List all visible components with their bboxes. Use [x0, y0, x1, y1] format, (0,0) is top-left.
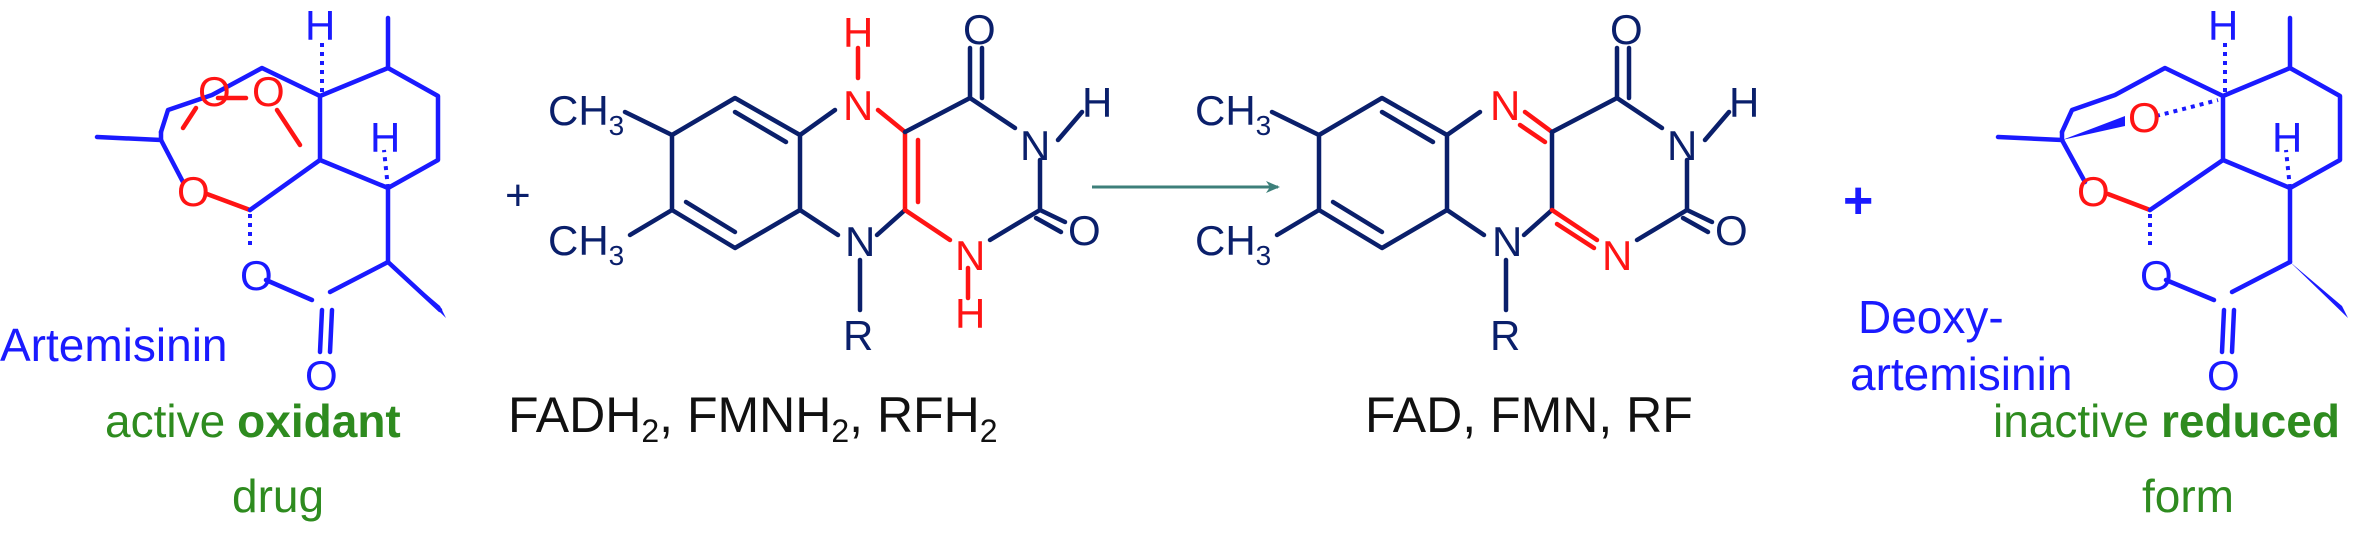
atom-H: H [843, 9, 873, 56]
atom-O: O [198, 68, 231, 115]
label-subscript: 2 [980, 413, 998, 449]
oxidized-flavin-structure: CH3 CH3 N N R O N H N O [1195, 6, 1759, 359]
atom-O: O [1068, 207, 1101, 254]
artemisinin-structure: H H O O O O O [94, 2, 446, 399]
atom-H: H [2208, 2, 2238, 49]
label-FADH: FADH [508, 387, 641, 443]
plus-sign: + [505, 171, 531, 220]
methyl-group: CH3 [1195, 217, 1271, 271]
label-subscript: 2 [831, 413, 849, 449]
oxidized-flavin-label: FAD, FMN, RF [1365, 387, 1693, 443]
atom-O: O [2140, 252, 2173, 299]
methyl-CH: CH [1195, 87, 1256, 134]
atom-O: O [252, 68, 285, 115]
atom-O: O [2128, 94, 2161, 141]
atom-H: H [1082, 79, 1112, 126]
reduced-flavin-label: FADH2, FMNH2, RFH2 [508, 387, 998, 449]
atom-H: H [955, 290, 985, 337]
atom-N: N [1667, 122, 1697, 169]
atom-N: N [1602, 232, 1632, 279]
atom-H: H [2272, 114, 2302, 161]
methyl-CH: CH [1195, 217, 1256, 264]
methyl-subscript: 3 [609, 110, 625, 141]
deoxyartemisinin-structure: H H O O O O [1995, 2, 2348, 399]
atom-N: N [845, 218, 875, 265]
methyl-CH: CH [548, 87, 609, 134]
atom-N: N [1020, 122, 1050, 169]
deoxyartemisinin-name-line1: Deoxy- [1858, 291, 2004, 343]
methyl-subscript: 3 [1256, 240, 1272, 271]
descriptor-reduced: reduced [2161, 395, 2340, 447]
atom-N: N [843, 82, 873, 129]
plus-sign: + [1843, 172, 1873, 230]
atom-H: H [305, 2, 335, 49]
atom-N: N [1490, 82, 1520, 129]
atom-O: O [177, 168, 210, 215]
label-RFH: , RFH [849, 387, 980, 443]
methyl-CH: CH [548, 217, 609, 264]
methyl-group: CH3 [548, 87, 624, 141]
atom-R: R [1490, 312, 1520, 359]
label-FMNH: , FMNH [659, 387, 831, 443]
atom-R: R [843, 312, 873, 359]
label-subscript: 2 [641, 413, 659, 449]
descriptor-inactive: inactive [1993, 395, 2149, 447]
atom-O: O [240, 252, 273, 299]
atom-N: N [955, 232, 985, 279]
descriptor-active: active [105, 395, 225, 447]
atom-O: O [963, 6, 996, 53]
descriptor-oxidant: oxidant [237, 395, 401, 447]
reduced-flavin-structure: CH3 CH3 H N N R O N H N H O [548, 6, 1112, 359]
methyl-subscript: 3 [609, 240, 625, 271]
atom-O: O [1715, 207, 1748, 254]
deoxyartemisinin-description-line2: form [2142, 470, 2234, 522]
atom-N: N [1492, 218, 1522, 265]
atom-H: H [1729, 79, 1759, 126]
atom-O: O [2077, 168, 2110, 215]
methyl-group: CH3 [548, 217, 624, 271]
methyl-subscript: 3 [1256, 110, 1272, 141]
artemisinin-name: Artemisinin [0, 319, 228, 371]
atom-O: O [2207, 352, 2240, 399]
atom-O: O [1610, 6, 1643, 53]
methyl-group: CH3 [1195, 87, 1271, 141]
atom-O: O [305, 352, 338, 399]
deoxyartemisinin-name-line2: artemisinin [1850, 348, 2072, 400]
artemisinin-description-line2: drug [232, 470, 324, 522]
atom-H: H [370, 114, 400, 161]
